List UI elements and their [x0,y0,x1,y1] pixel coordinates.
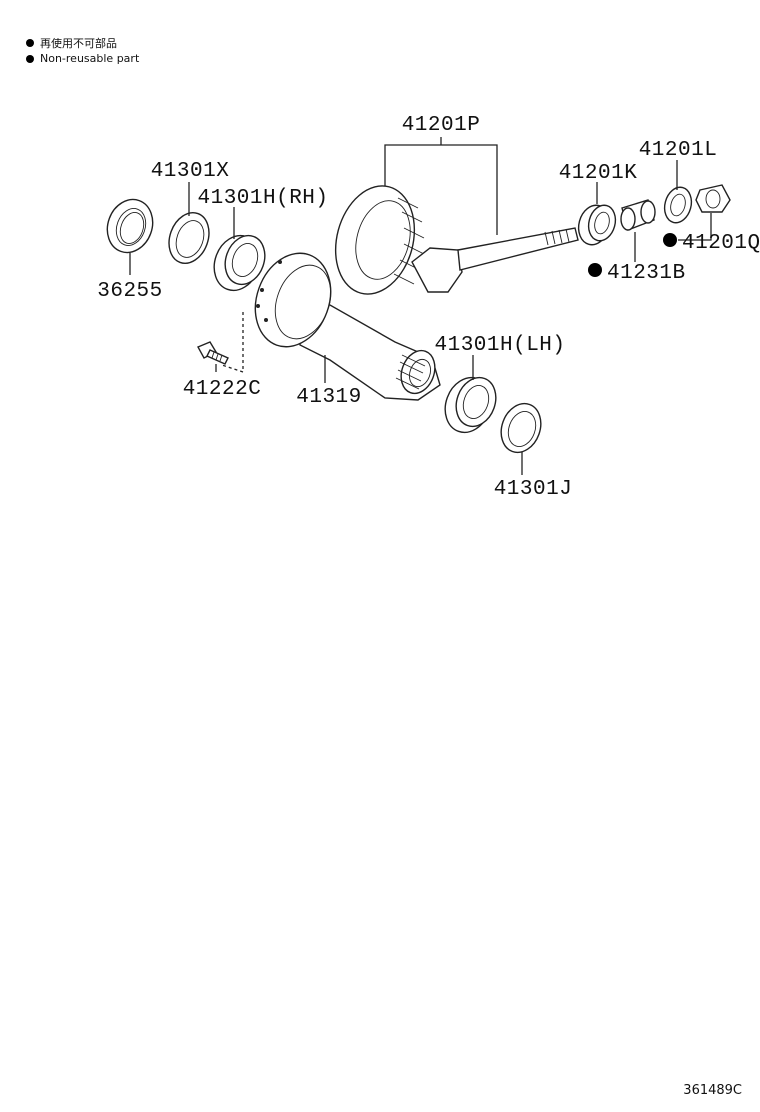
part-36255-seal[interactable] [100,193,160,259]
part-41319-diff-case[interactable] [243,243,441,401]
part-41201Q-nut[interactable] [695,184,731,213]
bullet-icon [26,54,34,63]
non-reusable-mark-icon [663,233,677,247]
label-41301H-RH: 41301H(RH) [197,187,328,210]
non-reusable-mark-icon [588,263,602,277]
legend-text-jp: 再使用不可部品 [40,37,117,50]
bullet-icon [26,39,34,47]
illustration-code: 361489C [683,1083,742,1098]
part-41231B-spacer[interactable] [620,199,656,231]
part-41301J-washer[interactable] [495,398,548,458]
legend-text-en: Non-reusable part [40,52,140,65]
legend-row-jp: 再使用不可部品 [26,35,117,51]
label-41201K: 41201K [559,162,638,185]
part-41201K-bearing[interactable] [574,202,619,248]
label-41301J: 41301J [494,478,573,501]
label-41201L: 41201L [639,139,718,162]
legend-row-en: Non-reusable part [26,52,139,65]
label-41301X: 41301X [151,160,230,183]
label-41222C: 41222C [183,378,262,401]
part-41301X-washer[interactable] [162,207,215,269]
part-41301H-LH-bearing[interactable] [438,371,503,439]
part-41201P-ring-gear-set[interactable] [324,177,579,303]
label-41231B: 41231B [607,262,686,285]
leader-lines [129,137,712,475]
label-36255: 36255 [97,280,163,303]
label-41201Q: 41201Q [682,232,760,255]
part-41201L-washer[interactable] [661,184,695,226]
label-41201P: 41201P [402,114,481,137]
part-41301H-RH-bearing[interactable] [207,229,272,297]
part-41222C-bolt[interactable] [197,341,229,365]
label-41319: 41319 [296,386,362,409]
label-41301H-LH: 41301H(LH) [434,334,565,357]
